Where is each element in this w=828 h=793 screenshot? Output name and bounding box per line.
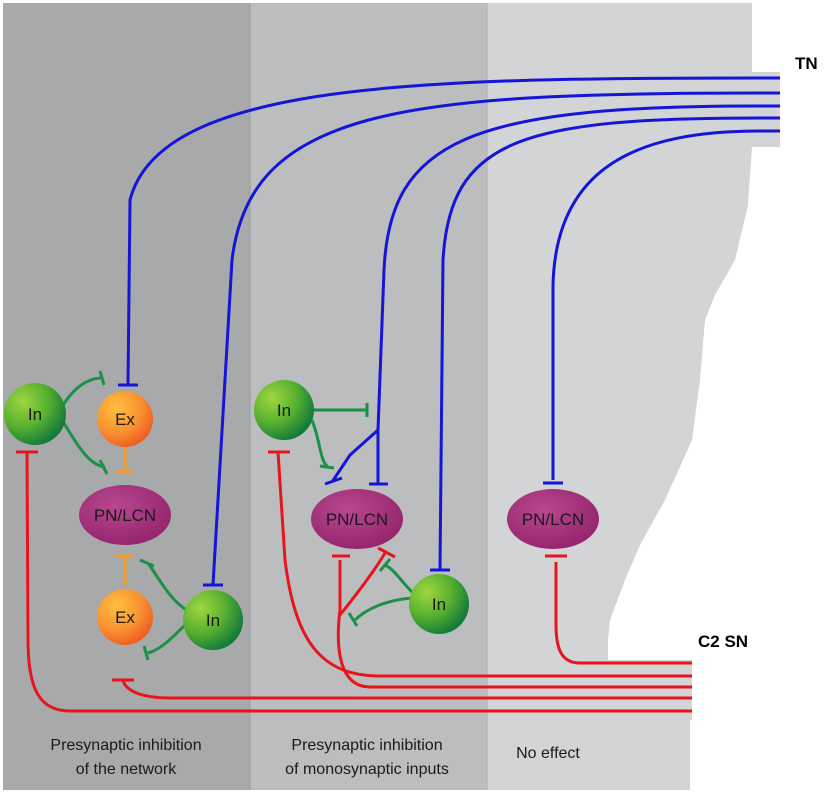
panel-no-effect-background — [487, 3, 780, 790]
projection-neuron-mono: PN/LCN — [311, 489, 403, 549]
panel-caption-network-line1: Presynaptic inhibition — [50, 737, 201, 754]
interneuron-label: In — [432, 595, 446, 614]
projection-neuron-network: PN/LCN — [79, 485, 171, 545]
panel-caption-mono-line1: Presynaptic inhibition — [291, 737, 442, 754]
excitatory-cell-bottom: Ex — [97, 589, 153, 645]
projection-label: PN/LCN — [326, 510, 388, 529]
excitatory-label: Ex — [115, 410, 135, 429]
tn-label: TN — [795, 54, 818, 73]
projection-label: PN/LCN — [522, 510, 584, 529]
projection-label: PN/LCN — [94, 506, 156, 525]
excitatory-label: Ex — [115, 608, 135, 627]
panel-caption-network-line2: of the network — [76, 761, 178, 778]
interneuron-mono-bottom: In — [409, 574, 469, 634]
c2-fibers — [16, 450, 692, 713]
inhibitory-connections — [60, 370, 414, 661]
c2-sn-label: C2 SN — [698, 632, 748, 651]
projection-neuron-no-effect: PN/LCN — [507, 489, 599, 549]
interneuron-network-bottom: In — [183, 590, 243, 650]
excitatory-connections — [116, 448, 134, 585]
panel-caption-no-effect: No effect — [516, 745, 580, 762]
panel-caption-mono-line2: of monosynaptic inputs — [285, 761, 449, 778]
interneuron-label: In — [277, 401, 291, 420]
interneuron-label: In — [28, 405, 42, 424]
excitatory-cell-top: Ex — [97, 391, 153, 447]
interneuron-label: In — [206, 611, 220, 630]
tn-fibers — [118, 76, 780, 587]
interneuron-network-top: In — [4, 383, 66, 445]
interneuron-mono-top: In — [254, 380, 314, 440]
